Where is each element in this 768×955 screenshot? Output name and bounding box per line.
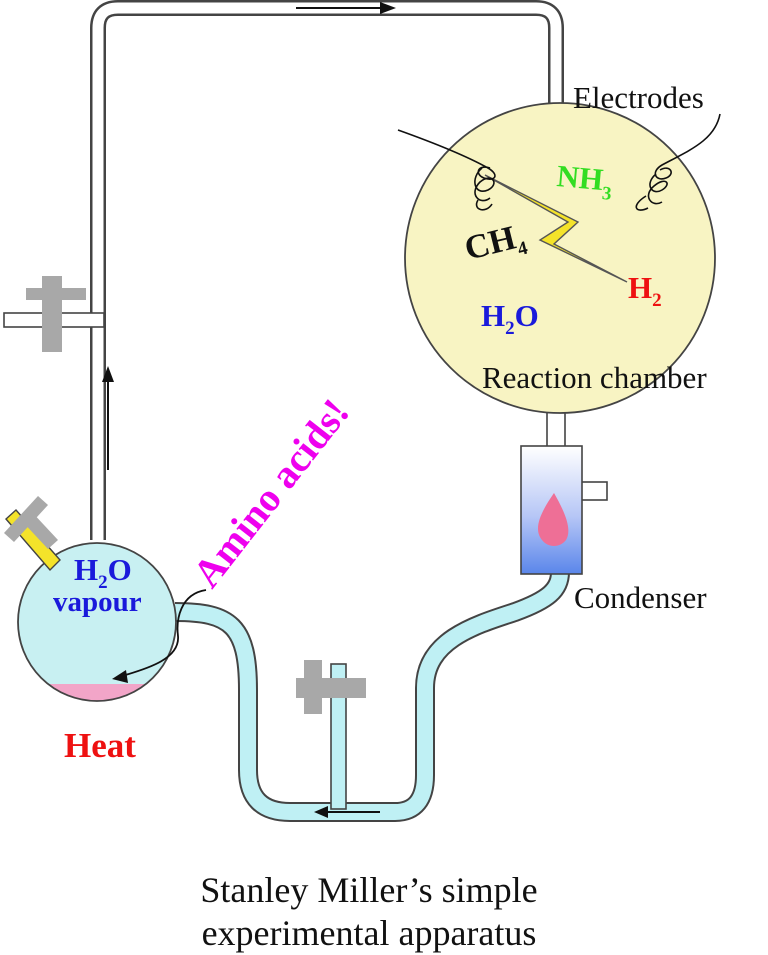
- flow-arrow-left: [102, 366, 114, 470]
- reaction-chamber-label: Reaction chamber: [482, 360, 707, 395]
- electrodes-label: Electrodes: [573, 80, 704, 115]
- heating-flask: [17, 542, 177, 702]
- h2o-chamber-formula: H2O: [481, 298, 539, 339]
- caption-line-2: experimental apparatus: [202, 913, 537, 953]
- flame-icon: [538, 493, 569, 546]
- vapour-label: vapour: [53, 586, 142, 618]
- return-tube: [174, 571, 570, 822]
- sample-tap-branch: [296, 660, 366, 810]
- right-electrode: [635, 113, 721, 211]
- h2-formula: H2: [628, 270, 662, 311]
- flow-arrow-top: [296, 2, 396, 14]
- flask-stopper-valve: [4, 496, 61, 572]
- caption-line-1: Stanley Miller’s simple: [200, 870, 537, 910]
- nh3-formula: NH3: [555, 158, 614, 205]
- condenser: [520, 445, 608, 575]
- left-electrode: [397, 129, 496, 211]
- chamber-to-condenser-tube: [546, 409, 566, 449]
- flow-arrow-bottom: [314, 806, 380, 818]
- condenser-label: Condenser: [574, 580, 707, 615]
- h2o-flask-formula: H2O: [74, 552, 132, 593]
- condensate-arrow: [112, 589, 207, 683]
- heat-label: Heat: [64, 726, 136, 765]
- side-outlet-valve: [3, 276, 105, 352]
- amino-acids-label: Amino acids!: [184, 390, 358, 595]
- lightning-bolt-icon: [484, 174, 628, 283]
